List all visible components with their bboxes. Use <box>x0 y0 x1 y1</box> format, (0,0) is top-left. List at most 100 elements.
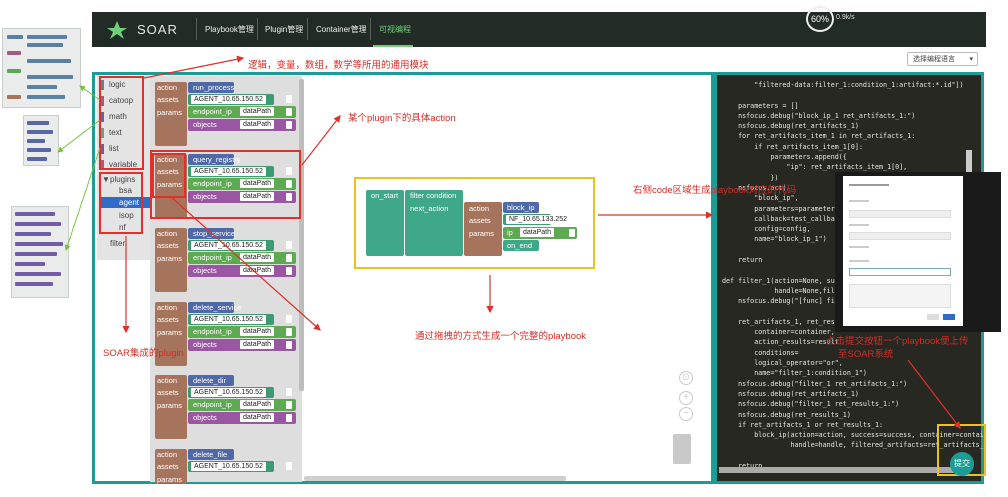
flyout-action-name-block[interactable] <box>188 82 234 93</box>
submit-button[interactable]: 提交 <box>950 452 974 476</box>
plugin-nf[interactable]: nf <box>119 223 126 232</box>
nav-playbook[interactable]: Playbook管理 <box>205 25 254 34</box>
flyout-param2-value[interactable]: dataPath <box>240 413 275 422</box>
nav-container[interactable]: Container管理 <box>316 25 367 34</box>
flyout-action-name-block[interactable] <box>188 228 234 239</box>
flyout-asset-stub[interactable] <box>286 241 292 249</box>
flyout-param1-value[interactable]: dataPath <box>240 327 275 336</box>
flyout-action-name-block[interactable] <box>188 154 234 165</box>
flyout-asset-value[interactable]: AGENT_10.65.150.52 <box>191 462 266 471</box>
flyout-param2-value[interactable]: dataPath <box>240 192 275 201</box>
zoom-in-icon[interactable]: + <box>679 391 693 405</box>
flyout-action-block[interactable] <box>155 302 187 366</box>
flyout-param1-value[interactable]: dataPath <box>240 400 275 409</box>
workspace-action-name-block[interactable] <box>503 202 539 213</box>
flyout-param2-stub[interactable] <box>286 414 292 422</box>
flyout-param1-value[interactable]: dataPath <box>240 179 275 188</box>
flyout-param1-stub[interactable] <box>286 108 292 116</box>
highlight-common-modules <box>99 76 144 170</box>
category-math[interactable]: math <box>109 112 127 121</box>
flyout-param2-stub[interactable] <box>286 341 292 349</box>
category-list[interactable]: list <box>109 144 119 153</box>
code-hscrollbar[interactable] <box>719 467 967 473</box>
flyout-param2-value[interactable]: dataPath <box>240 266 275 275</box>
flyout-param1-value[interactable]: dataPath <box>240 253 275 262</box>
recenter-icon[interactable]: ⊙ <box>679 371 693 385</box>
flyout-asset-value[interactable]: AGENT_10.65.150.52 <box>191 241 266 250</box>
workspace-asset-value[interactable]: NF_10.65.133.252 <box>506 215 570 224</box>
flyout-asset-stub[interactable] <box>286 95 292 103</box>
flyout-action-block[interactable] <box>155 375 187 439</box>
flyout-action-label: action <box>157 376 178 385</box>
category-plugins[interactable]: plugins <box>110 175 136 184</box>
flyout-action-block[interactable] <box>155 449 187 483</box>
flyout-asset-value[interactable]: AGENT_10.65.150.52 <box>191 95 266 104</box>
flyout-param2-stub[interactable] <box>286 193 292 201</box>
flyout-assets-label: assets <box>157 241 179 250</box>
on-end-label: on_end <box>507 241 533 250</box>
category-filter[interactable]: filter <box>110 239 126 248</box>
nav-visual-programming[interactable]: 可视编程 <box>379 25 411 34</box>
plugin-isop[interactable]: isop <box>119 211 134 220</box>
on-end-block[interactable] <box>503 240 539 251</box>
annotation-soar-plugin: SOAR集成的plugin <box>103 348 184 359</box>
flyout-asset-stub[interactable] <box>286 388 292 396</box>
flyout-action-block[interactable] <box>155 228 187 292</box>
filter-condition-block[interactable] <box>405 190 463 256</box>
nav-plugin[interactable]: Plugin管理 <box>265 25 304 34</box>
flyout-action-block[interactable] <box>155 154 187 218</box>
flyout-asset-value[interactable]: AGENT_10.65.150.52 <box>191 167 266 176</box>
flyout-param2-label: objects <box>193 120 217 129</box>
flyout-param2-value[interactable]: dataPath <box>240 340 275 349</box>
flyout-action-block[interactable] <box>155 82 187 146</box>
flyout-param2-label: objects <box>193 413 217 422</box>
flyout-action-name-block[interactable] <box>188 375 234 386</box>
flyout-param2-label: objects <box>193 266 217 275</box>
plugin-selected-highlight <box>100 197 150 208</box>
category-text[interactable]: text <box>109 128 122 137</box>
flyout-assets-label: assets <box>157 315 179 324</box>
flyout-param1-stub[interactable] <box>286 401 292 409</box>
zoom-out-icon[interactable]: − <box>679 407 693 421</box>
flyout-param2-stub[interactable] <box>286 267 292 275</box>
workspace-param-ip-value[interactable]: dataPath <box>520 228 555 237</box>
flyout-param2-label: objects <box>193 340 217 349</box>
workspace-hscrollbar[interactable] <box>304 476 566 481</box>
flyout-param2-value[interactable]: dataPath <box>240 120 275 129</box>
flyout-asset-stub[interactable] <box>286 315 292 323</box>
flyout-params-label: params <box>157 401 183 410</box>
flyout-action-name-block[interactable] <box>188 302 234 313</box>
soar-logo-icon <box>107 21 127 39</box>
category-logic[interactable]: logic <box>109 80 126 89</box>
flyout-asset-stub[interactable] <box>286 167 292 175</box>
flyout-assets-label: assets <box>157 167 179 176</box>
category-catoop[interactable]: catoop <box>109 96 134 105</box>
flyout-action-name-block[interactable] <box>188 449 234 460</box>
filter-condition-input[interactable] <box>467 192 473 200</box>
trash-icon[interactable] <box>673 434 691 464</box>
flyout-asset-value[interactable]: AGENT_10.65.150.52 <box>191 388 266 397</box>
flyout-scrollbar[interactable] <box>299 79 304 391</box>
plugins-expand-icon[interactable]: ▼ <box>102 175 110 184</box>
annotation-submit-line2: 至SOAR系统 <box>838 349 894 360</box>
flyout-asset-value[interactable]: AGENT_10.65.150.52 <box>191 315 266 324</box>
flyout-param2-stub[interactable] <box>286 121 292 129</box>
plugin-agent[interactable]: agent <box>119 198 140 207</box>
category-variable[interactable]: variable <box>109 160 138 169</box>
workspace-param-ip: ip <box>507 228 513 237</box>
on-start-block[interactable] <box>366 190 404 256</box>
language-select[interactable]: 选择编程语言▾ <box>907 52 978 66</box>
flyout-param1-stub[interactable] <box>286 180 292 188</box>
flyout-param1-value[interactable]: dataPath <box>240 107 275 116</box>
workspace-param-ip-stub[interactable] <box>569 229 575 237</box>
annotation-common-modules: 逻辑，变量，数组，数学等所用的通用模块 <box>248 60 429 71</box>
annotation-submit-line1: 点击提交按钮一个playbook便上传 <box>826 336 969 347</box>
workspace-action-block[interactable] <box>464 202 502 256</box>
flyout-asset-stub[interactable] <box>286 462 292 470</box>
flyout-params-label: params <box>157 108 183 117</box>
filter-condition-label: filter condition <box>410 191 457 200</box>
flyout-param1-stub[interactable] <box>286 328 292 336</box>
plugin-bsa[interactable]: bsa <box>119 186 132 195</box>
flyout-param1-stub[interactable] <box>286 254 292 262</box>
